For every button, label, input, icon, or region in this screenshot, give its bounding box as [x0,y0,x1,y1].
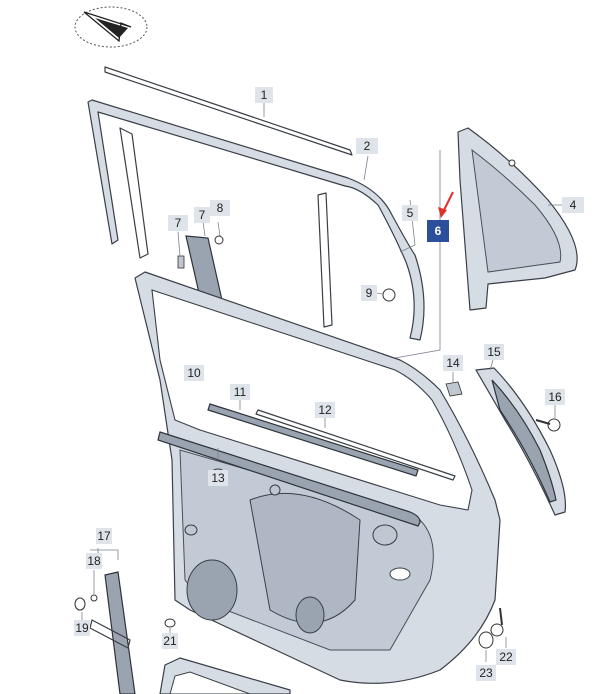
label-p16[interactable]: 16 [545,389,565,405]
label-p4[interactable]: 19 [74,620,90,636]
part-21-quarter-window [457,127,578,311]
svg-text:7: 7 [175,216,182,230]
svg-text:4: 4 [570,198,577,212]
svg-text:8: 8 [217,201,224,215]
label-p10[interactable]: 8 [210,200,230,216]
label-p15[interactable]: 15 [484,344,504,360]
label-p14[interactable]: 13 [208,470,228,486]
part-23-window-seal [87,99,425,341]
svg-text:2: 2 [364,139,371,153]
label-p19[interactable]: 23 [476,665,496,681]
svg-text:7: 7 [199,208,206,222]
label-p8[interactable]: 1 [255,87,273,103]
label-p7b[interactable]: 9 [361,285,377,301]
label-p6-highlight[interactable]: 6 [427,220,449,242]
part-16-screw [535,405,561,432]
label-p18[interactable]: 22 [496,649,516,665]
label-p23[interactable]: 2 [356,138,378,154]
part-19-washer [478,631,494,662]
part-22-outer-strip [255,409,456,481]
part-7-screw [375,288,396,302]
label-p5[interactable]: 21 [162,633,178,649]
part-15-rear-trim [475,359,567,516]
part-13-inner-strip [207,399,419,477]
label-p9[interactable]: 7 [194,207,210,223]
label-p21[interactable]: 4 [562,197,584,213]
svg-text:5: 5 [407,206,414,220]
part-lower-trim-panel [159,657,291,694]
part-14-belt-seal [157,431,421,527]
svg-text:1: 1 [261,88,268,102]
svg-text:19: 19 [75,621,89,635]
label-p11[interactable]: 7 [168,215,188,231]
svg-text:9: 9 [366,286,373,300]
svg-text:23: 23 [479,666,493,680]
label-p7a[interactable]: 5 [402,205,418,221]
part-2-clip [90,570,98,602]
svg-text:16: 16 [548,390,562,404]
svg-text:14: 14 [446,356,460,370]
svg-text:13: 13 [211,471,225,485]
red-pointer-arrow-icon [438,191,454,218]
label-p13[interactable]: 11 [230,384,250,400]
part-18-bolt [490,607,507,648]
label-p2[interactable]: 18 [86,553,102,569]
svg-text:21: 21 [163,634,177,648]
label-p17[interactable]: 14 [443,355,463,371]
label-p12[interactable]: 10 [184,365,204,381]
svg-text:11: 11 [234,385,247,399]
part-4-grommet [74,597,86,620]
svg-text:15: 15 [487,345,501,359]
svg-text:12: 12 [318,403,332,417]
svg-text:10: 10 [187,366,201,380]
part-8-window-strip [104,66,353,156]
part-1-window-regulator [89,548,136,694]
direction-arrow-icon [74,6,148,48]
part-5-grommet [164,618,176,634]
label-p1[interactable]: 17 [96,528,112,544]
part-17-clip [445,372,463,397]
svg-text:6: 6 [435,224,442,238]
svg-text:17: 17 [97,529,111,543]
svg-text:22: 22 [499,650,513,664]
label-p22[interactable]: 12 [315,402,335,418]
svg-text:18: 18 [87,554,101,568]
